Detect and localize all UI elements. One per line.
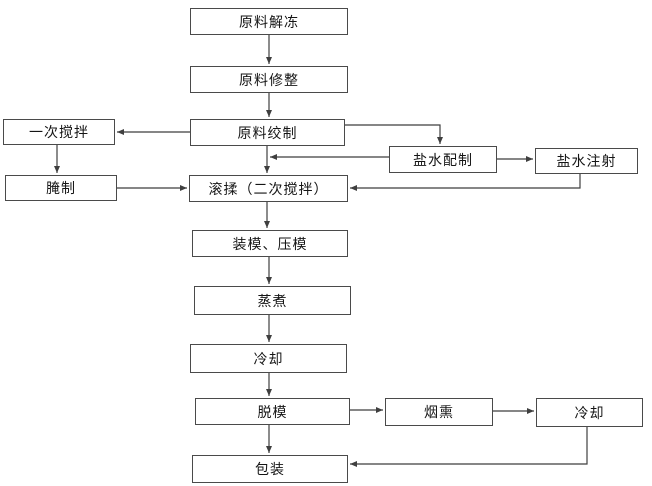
node-first-mixing: 一次搅拌 [3,119,115,145]
edge-grinding-brine-preparation [345,124,443,144]
node-tumbling-second-mixing: 滚揉（二次搅拌） [189,175,348,202]
node-smoking: 烟熏 [385,398,493,426]
node-cooling-2: 冷却 [536,398,643,427]
node-curing: 腌制 [5,175,117,201]
node-raw-material-trimming: 原料修整 [190,66,348,93]
node-brine-preparation: 盐水配制 [389,146,497,173]
node-cooling-1: 冷却 [190,344,347,373]
node-molding-pressing: 装模、压模 [192,230,348,257]
node-cooking: 蒸煮 [194,286,351,315]
node-raw-material-grinding: 原料绞制 [190,119,345,146]
edge-brine-injection-tumbling [350,174,581,191]
node-raw-material-thawing: 原料解冻 [190,8,348,35]
node-brine-injection: 盐水注射 [535,148,638,174]
node-demolding: 脱模 [195,398,350,425]
edge-cooling-2-packaging [350,427,588,467]
node-packaging: 包装 [192,455,348,483]
